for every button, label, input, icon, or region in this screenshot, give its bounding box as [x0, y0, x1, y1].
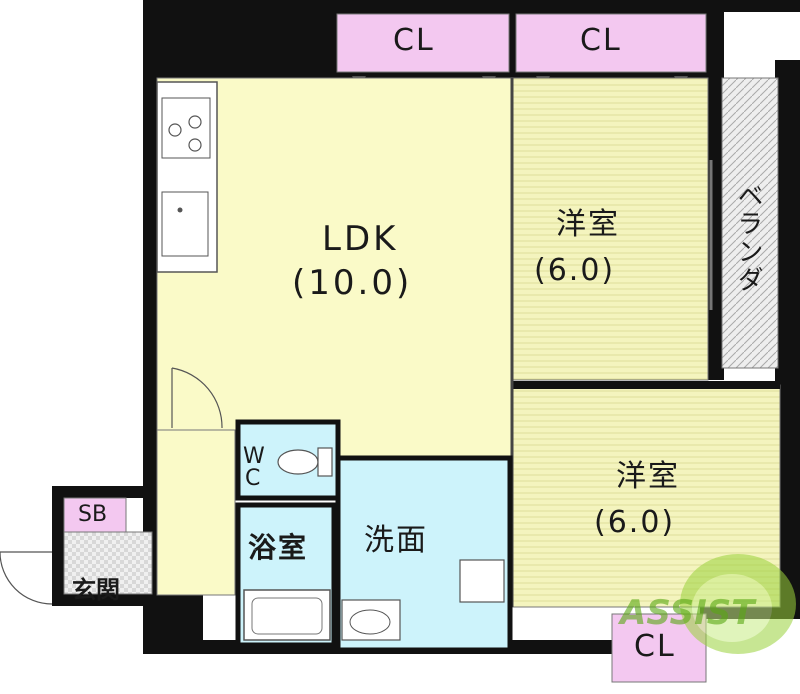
wc-label-w: W	[243, 444, 265, 469]
shoe-box	[63, 497, 127, 533]
wash-basin	[341, 599, 401, 641]
bedroom1-label: 洋室	[556, 207, 620, 242]
ldk-label: LDK	[322, 219, 399, 259]
bedroom2-label: 洋室	[616, 459, 680, 494]
assist-logo-watermark	[680, 554, 796, 654]
bedroom1-size-label: (6.0)	[534, 253, 616, 288]
closet-top-left	[336, 13, 510, 73]
ldk-size-label: (10.0)	[292, 263, 413, 303]
washing-machine-pan	[459, 559, 505, 603]
closet-top-left-label: CL	[393, 23, 435, 58]
entrance-label: 玄関	[72, 576, 120, 604]
balcony-floor	[721, 77, 779, 369]
walls	[52, 0, 800, 654]
closet-top-right	[515, 13, 707, 73]
bedroom2-size-label: (6.0)	[594, 505, 676, 540]
washroom-label: 洗面	[364, 523, 428, 558]
watermark-text: ASSIST	[620, 593, 755, 633]
hallway-floor	[156, 429, 236, 596]
bedroom1-floor	[511, 77, 709, 381]
closet-top-right-label: CL	[580, 23, 622, 58]
entrance-floor	[63, 531, 153, 595]
kitchen-counter	[156, 81, 218, 273]
shoe-box-label: SB	[78, 502, 108, 527]
wc-label-c: C	[245, 466, 261, 491]
balcony-label: ベランダ	[733, 182, 763, 294]
hall-door-swing	[171, 367, 223, 429]
bath-label: 浴室	[248, 531, 309, 564]
entrance-door-swing	[0, 551, 53, 605]
closet-bottom-label: CL	[634, 629, 676, 664]
